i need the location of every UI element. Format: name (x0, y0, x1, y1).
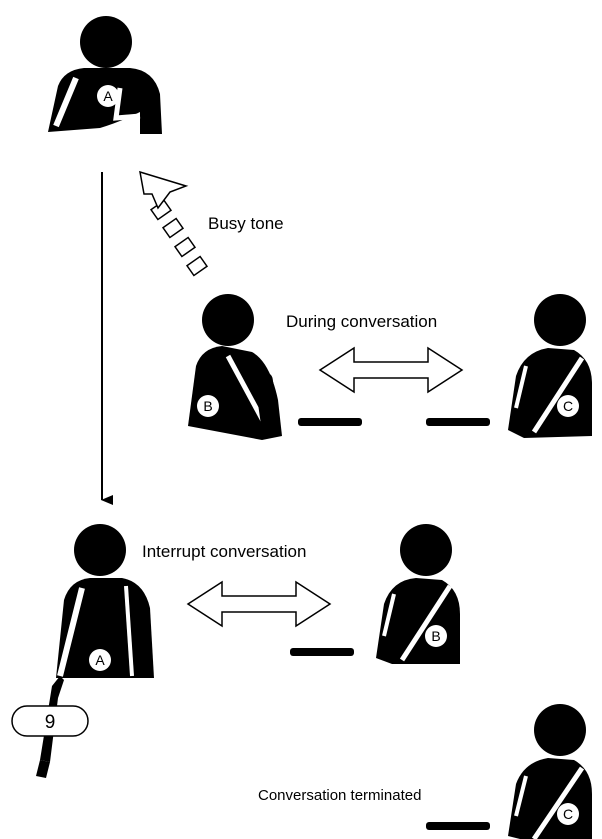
person-c-bottom-label: C (563, 806, 573, 822)
person-a-top: A (48, 16, 162, 134)
person-b-top: B (188, 294, 282, 440)
person-c-top-label: C (563, 398, 573, 414)
conversation-double-arrow-bottom (186, 580, 332, 628)
person-c-bottom: C (508, 704, 592, 839)
phone-c-bottom (426, 822, 490, 830)
person-b-bottom: B (376, 524, 460, 664)
person-a-bottom: A (36, 524, 154, 778)
phone-b-bottom (290, 648, 354, 656)
person-b-top-label: B (203, 398, 212, 414)
busy-tone-label: Busy tone (208, 214, 284, 233)
during-conversation-label: During conversation (286, 312, 437, 331)
keypad-key-label: 9 (45, 712, 56, 733)
person-c-top: C (508, 294, 592, 438)
conversation-double-arrow-top (318, 346, 464, 394)
conversation-terminated-label: Conversation terminated (258, 787, 421, 804)
interrupt-conversation-label: Interrupt conversation (142, 542, 306, 561)
person-a-bottom-label: A (95, 652, 105, 668)
busy-tone-arrow (139, 170, 209, 277)
person-b-bottom-label: B (431, 628, 440, 644)
phone-c-top (426, 418, 490, 426)
person-a-top-label: A (103, 88, 113, 104)
keypad-key-9[interactable]: 9 (11, 705, 89, 737)
phone-b-top (298, 418, 362, 426)
